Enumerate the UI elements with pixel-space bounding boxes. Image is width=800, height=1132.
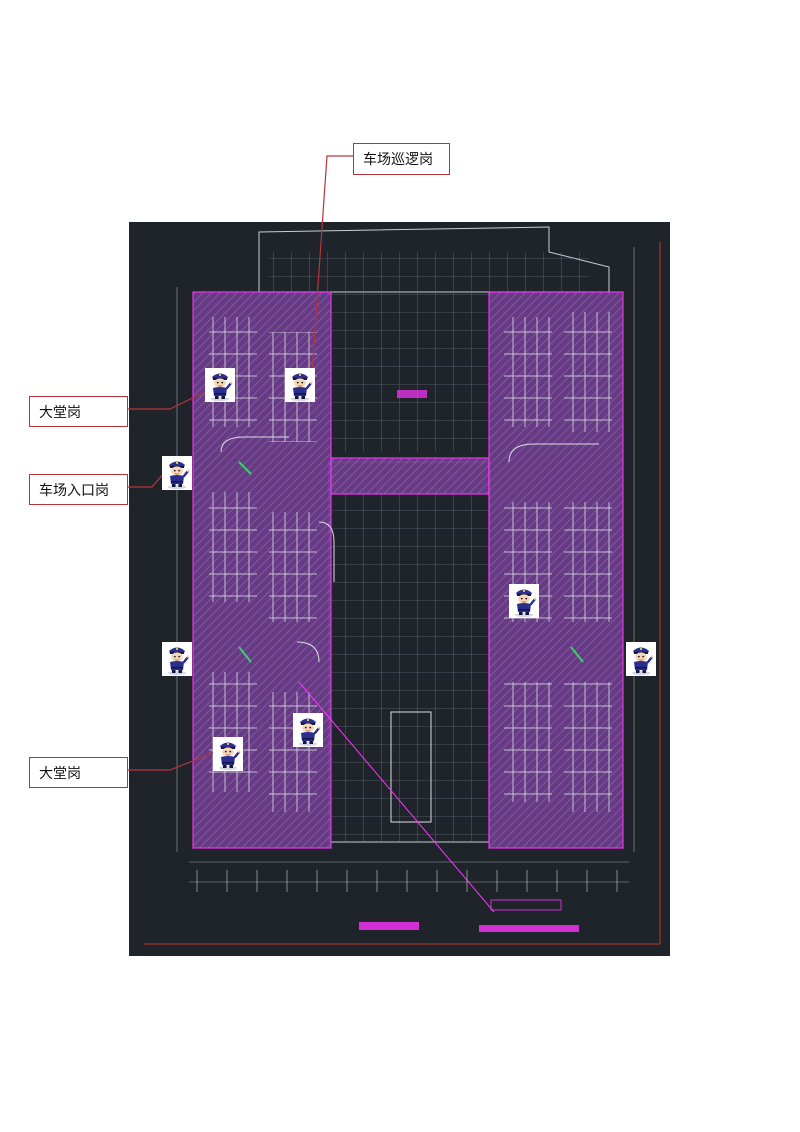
security-guard-icon: [626, 642, 656, 676]
parking-floor-plan: [129, 222, 670, 956]
security-guard-icon: [162, 456, 192, 490]
label-parking-entrance-post: 车场入口岗: [29, 474, 128, 505]
label-parking-patrol-post: 车场巡逻岗: [353, 143, 450, 175]
security-guard-icon: [509, 584, 539, 618]
label-lobby-post-upper: 大堂岗: [29, 396, 128, 427]
security-guard-icon: [293, 713, 323, 747]
security-guard-icon: [285, 368, 315, 402]
security-guard-icon: [205, 368, 235, 402]
label-lobby-post-lower: 大堂岗: [29, 757, 128, 788]
security-guard-icon: [213, 737, 243, 771]
security-guard-icon: [162, 642, 192, 676]
floor-plan-drawing: [144, 226, 661, 945]
